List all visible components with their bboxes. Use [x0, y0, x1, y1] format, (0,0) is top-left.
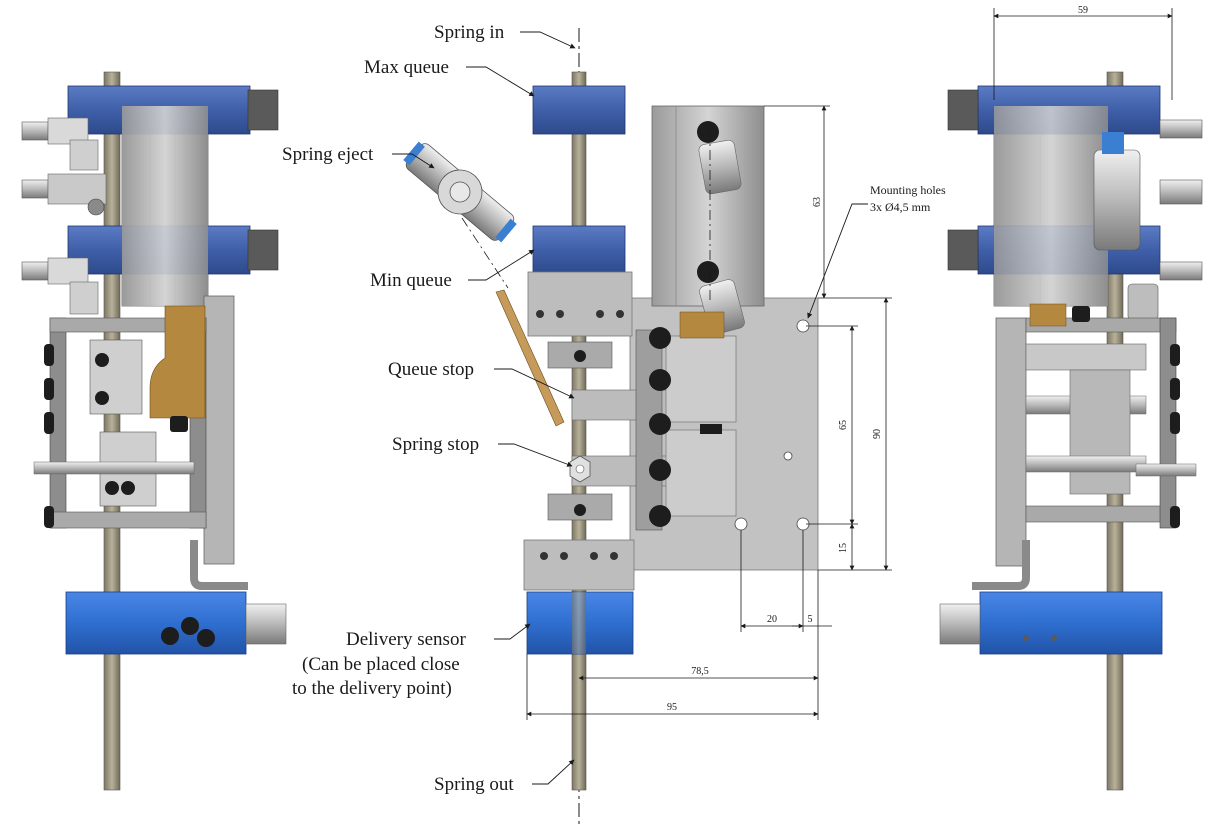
label-delivery-sensor-1: Delivery sensor — [346, 629, 466, 650]
dim-63: 63 — [812, 197, 823, 207]
spring-eject-fitting — [403, 141, 517, 243]
label-mounting-holes-2: 3x Ø4,5 mm — [870, 200, 931, 214]
callouts: Spring in Max queue Spring eject Min que… — [282, 22, 946, 795]
center-min-queue-block — [532, 225, 626, 275]
label-delivery-sensor-2: (Can be placed close — [302, 654, 460, 675]
dim-95: 95 — [667, 702, 677, 713]
dim-90: 90 — [872, 429, 883, 439]
label-min-queue: Min queue — [370, 270, 452, 291]
dim-20: 20 — [767, 614, 777, 625]
label-spring-stop: Spring stop — [392, 434, 479, 455]
left-fittings — [21, 117, 107, 315]
dim-59: 59 — [1078, 5, 1088, 16]
right-fittings — [1093, 119, 1203, 321]
label-spring-out: Spring out — [434, 774, 514, 795]
dimensions: 59 63 90 65 15 20 5 78,5 95 — [526, 5, 1173, 720]
right-delivery-sensor — [979, 591, 1163, 655]
left-spring-rod — [103, 71, 121, 791]
dim-78-5: 78,5 — [691, 666, 709, 677]
right-side-view — [939, 71, 1203, 791]
label-spring-in: Spring in — [434, 22, 505, 43]
dim-15: 15 — [838, 543, 849, 553]
label-mounting-holes-1: Mounting holes — [870, 183, 946, 197]
label-queue-stop: Queue stop — [388, 359, 474, 380]
center-max-queue-block — [532, 85, 626, 135]
label-delivery-sensor-3: to the delivery point) — [292, 678, 452, 699]
dim-65: 65 — [838, 420, 849, 430]
dim-5: 5 — [808, 614, 813, 625]
left-delivery-sensor — [65, 591, 247, 655]
label-spring-eject: Spring eject — [282, 144, 374, 165]
center-front-view — [403, 28, 819, 828]
center-spring-rod — [571, 71, 587, 791]
left-side-view — [21, 71, 287, 791]
label-max-queue: Max queue — [364, 57, 449, 78]
